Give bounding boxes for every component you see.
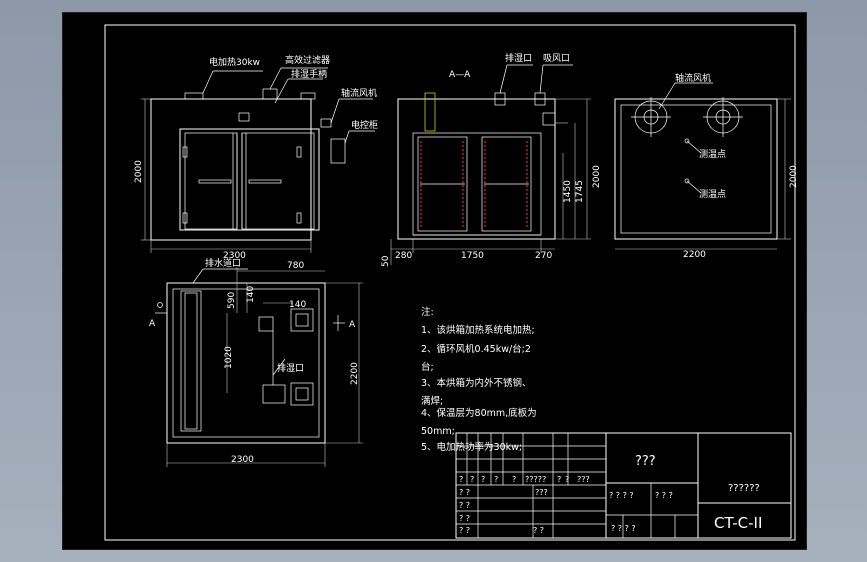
side-outer <box>614 98 778 240</box>
section-dim-1450: 1450 <box>563 180 573 203</box>
tb-row1-c4: ? <box>494 475 498 484</box>
plan-marker-right: A <box>349 320 356 330</box>
tb-drawing-code: CT-C-II <box>714 514 762 532</box>
note-line-3: 台; <box>421 361 434 373</box>
front-body <box>150 98 312 241</box>
tb-row1-c8: ? <box>565 475 569 484</box>
tb-row1-c9: ??? <box>577 475 590 484</box>
front-control-label: 电控柜 <box>351 119 378 131</box>
tb-row5a: ? ? <box>459 514 470 523</box>
front-filter-box <box>262 88 278 100</box>
front-fan-label: 轴流风机 <box>341 87 377 99</box>
section-outer <box>397 98 556 240</box>
plan-port-1 <box>290 308 314 332</box>
side-width-dim: 2200 <box>683 250 706 260</box>
plan-dim-140a: 140 <box>246 286 256 303</box>
tb-row1-c7: ? <box>557 475 561 484</box>
front-door-right <box>241 132 315 230</box>
section-dim-280: 280 <box>395 251 412 261</box>
front-door-left <box>184 132 238 230</box>
note-line-2: 2、循环风机0.45kw/台;2 <box>421 343 531 355</box>
front-view: 电加热30kw 高效过滤器 排湿手柄 轴流风机 电控柜 2000 2300 <box>134 54 378 261</box>
front-exhaust-handle-label: 排湿手柄 <box>291 68 327 80</box>
section-dim-270: 270 <box>535 251 552 261</box>
plan-dim-780: 780 <box>287 261 304 271</box>
front-heater-box <box>184 92 204 100</box>
section-title: A—A <box>449 70 471 80</box>
drawing-border <box>104 24 796 541</box>
tb-row6b: ? ? <box>533 526 544 535</box>
tb-row1-c2: ? <box>470 475 474 484</box>
tb-row2a: ? ? <box>459 488 470 497</box>
tb-row6a: ? ? <box>459 526 470 535</box>
plan-dim-140b: 140 <box>289 300 306 310</box>
front-fan-box <box>320 118 332 128</box>
section-dim-1745: 1745 <box>575 180 585 203</box>
tb-main-title: ??? <box>635 454 656 469</box>
section-dim-2000: 2000 <box>592 165 602 188</box>
front-heater-label: 电加热30kw <box>209 56 260 68</box>
plan-dim-590: 590 <box>227 292 237 309</box>
section-rack-left <box>417 136 468 232</box>
note-line-4: 3、本烘箱为内外不锈钢、 <box>421 377 532 389</box>
side-probe-label-1: 测温点 <box>699 149 726 160</box>
notes-title: 注: <box>421 306 434 318</box>
section-intake-label: 吸风口 <box>543 53 570 64</box>
tb-row3b: ? ? ? <box>655 491 673 500</box>
tb-row1-c6: ????? <box>525 475 546 484</box>
section-exhaust-label: 排湿口 <box>505 52 532 64</box>
tb-row5b: ? ? ? ? <box>611 524 636 533</box>
cad-viewport[interactable]: 电加热30kw 高效过滤器 排湿手柄 轴流风机 电控柜 2000 2300 <box>62 12 807 550</box>
tb-row1-c5: ? <box>512 475 516 484</box>
plan-view: 排水道口 排湿口 A A 780 590 140 140 1020 2200 2… <box>149 257 363 467</box>
tb-row1-c3: ? <box>481 475 485 484</box>
section-dim-1750: 1750 <box>461 251 484 261</box>
section-duct <box>424 92 436 132</box>
note-line-6: 4、保温层为80mm,底板为 <box>421 407 537 419</box>
plan-dim-2200: 2200 <box>350 362 360 385</box>
tb-row3a: ? ? ? ? <box>609 491 634 500</box>
plan-heater-column <box>180 290 202 432</box>
plan-exhaust-label: 排湿口 <box>277 362 304 374</box>
side-probe-label-2: 测温点 <box>699 189 726 200</box>
plan-dim-2300: 2300 <box>231 455 254 465</box>
plan-inner <box>172 288 320 438</box>
side-view: 轴流风机 测温点 测温点 2000 2200 <box>614 72 799 260</box>
tb-row2b: ??? <box>535 488 548 497</box>
section-rack-right <box>481 136 532 232</box>
plan-port-2 <box>290 382 314 406</box>
side-fan-label: 轴流风机 <box>675 72 711 84</box>
tb-row1-c1: ? <box>459 475 463 484</box>
tb-row4a: ? ? <box>459 501 470 510</box>
section-view: A—A 排湿口 吸风口 1450 1745 2000 50 280 1750 2… <box>381 52 602 267</box>
front-door-frame <box>179 128 320 231</box>
note-line-8: 5、电加热功率为30kw; <box>421 441 522 453</box>
note-line-1: 1、该烘箱加热系统电加热; <box>421 324 535 336</box>
note-line-7: 50mm; <box>421 426 455 437</box>
section-dim-50: 50 <box>381 255 391 267</box>
title-block: ? ? ? ? ? ????? ? ? ??? ? ? ??? ? ? ? ? … <box>455 432 792 539</box>
cad-drawing: 电加热30kw 高效过滤器 排湿手柄 轴流风机 电控柜 2000 2300 <box>104 24 799 541</box>
plan-dim-1020: 1020 <box>224 346 234 369</box>
front-width-dim: 2300 <box>223 251 246 261</box>
front-filter-label: 高效过滤器 <box>285 54 330 66</box>
notes-block: 注: 1、该烘箱加热系统电加热; 2、循环风机0.45kw/台;2 台; 3、本… <box>421 306 537 453</box>
side-height-dim: 2000 <box>789 165 799 188</box>
note-line-5: 满焊; <box>421 395 443 407</box>
front-height-dim: 2000 <box>134 160 144 183</box>
plan-drain-label: 排水道口 <box>205 257 241 269</box>
tb-subtitle: ?????? <box>728 483 760 494</box>
front-control-box <box>330 138 346 164</box>
plan-outer <box>166 282 326 444</box>
side-inner <box>620 104 772 234</box>
plan-marker-left: A <box>149 319 156 329</box>
